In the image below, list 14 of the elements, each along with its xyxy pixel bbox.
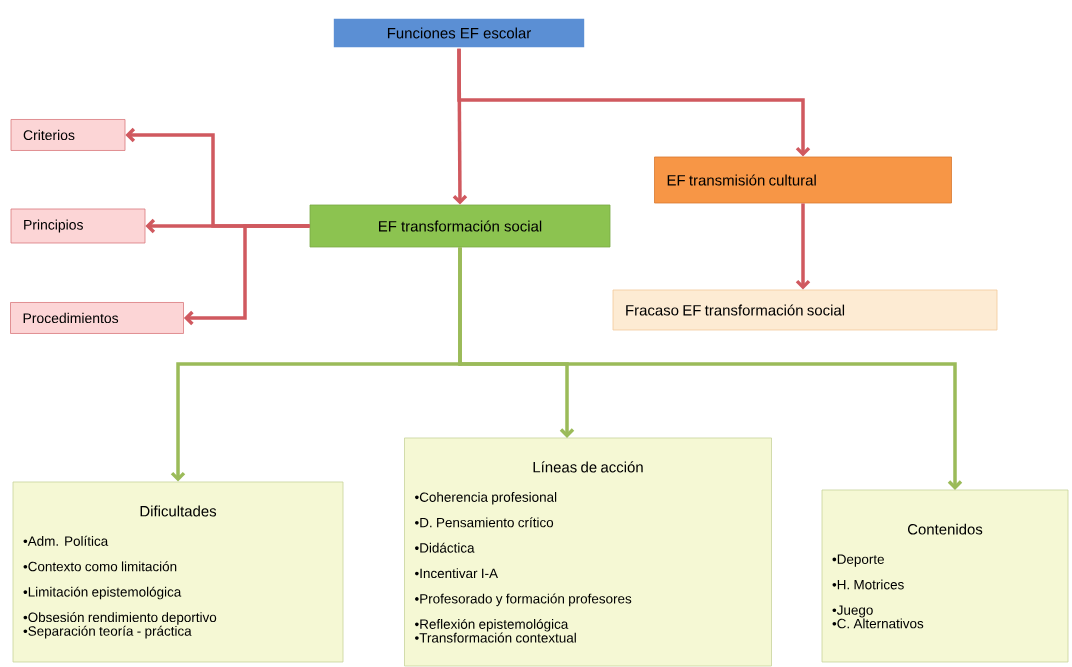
process-box: EF transmisión cultural [654,156,952,204]
arrow [457,48,811,157]
result-box: Fracaso EF transformación social [612,289,998,331]
title-box: Funciones EF escolar [332,17,586,49]
item-box: Principios [10,208,146,244]
list-box: Contenidos •Deporte •H. Motrices •Juego •C. Alternativos [821,489,1069,663]
arrow [795,203,811,290]
process-box: EF transformación social [309,204,611,248]
item-box: Procedimientos [10,302,184,334]
item-box: Criterios [10,119,126,151]
list-box: Dificultades •Adm. Política •Contexto como limitación •Limitación epistemológica •Obsesión rendimiento deportivo •Separación teoría - práctica [12,481,344,663]
arrow [458,247,963,490]
arrow [183,224,310,326]
list-box: Líneas de acción •Coherencia profesional •D. Pensamiento crítico •Didáctica •Incentivar I-A •Profesorado y formación profesores •Reflexión epistemológica •Transformación contextual [404,437,772,667]
